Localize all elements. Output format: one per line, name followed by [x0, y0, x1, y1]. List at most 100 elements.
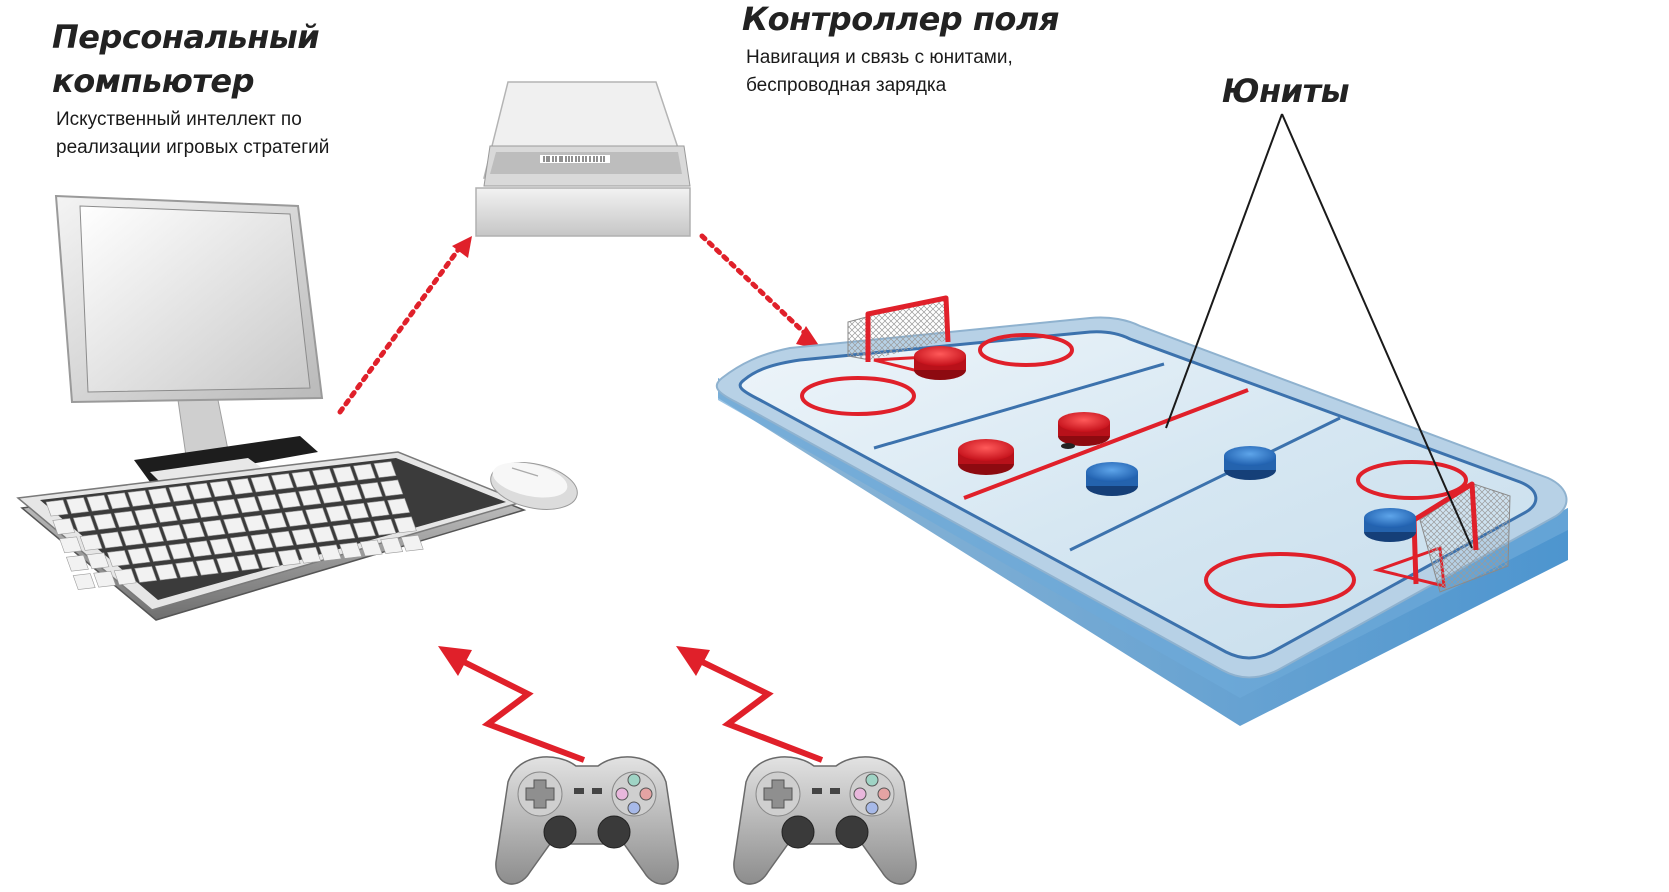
- keyboard-key: [189, 482, 212, 500]
- keyboard-key: [86, 552, 110, 570]
- keyboard-key: [52, 518, 76, 535]
- keyboard-key: [359, 539, 383, 557]
- keyboard-key: [291, 528, 315, 546]
- keyboard-key: [311, 526, 335, 543]
- pc-to-controller-link: [337, 236, 472, 415]
- keyboard-key: [45, 499, 69, 517]
- keyboard-key: [161, 524, 185, 542]
- keyboard-key: [175, 561, 199, 578]
- keyboard-key: [339, 542, 363, 559]
- keyboard-key: [134, 566, 158, 583]
- unit-red-1: [914, 346, 966, 380]
- keyboard-key: [284, 510, 308, 527]
- pc-title-line1: Персональный: [52, 18, 320, 56]
- unit-blue-1: [1086, 462, 1138, 496]
- left-goal-icon: [847, 295, 951, 362]
- keyboard-key: [223, 517, 247, 534]
- keyboard-key: [298, 546, 322, 564]
- keyboard-key: [65, 554, 89, 572]
- unit-red-3: [1058, 412, 1110, 449]
- pc-description-line2: реализации игровых стратегий: [56, 137, 330, 158]
- keyboard-key: [366, 500, 390, 518]
- keyboard-key: [209, 538, 233, 555]
- keyboard-key: [107, 492, 130, 510]
- keyboard-key: [79, 534, 103, 551]
- keyboard-key: [400, 534, 424, 552]
- keyboard-key: [141, 526, 165, 544]
- keyboard-key: [230, 478, 253, 495]
- keyboard-key: [332, 466, 356, 483]
- gamepad-left-wireless-arrow: [438, 646, 586, 763]
- keyboard-key: [182, 522, 206, 539]
- keyboard-key: [175, 503, 199, 521]
- keyboard-key: [120, 529, 144, 546]
- keyboard-key: [339, 484, 363, 502]
- units-pointer-lines: [1165, 113, 1473, 549]
- unit-blue-3: [1364, 508, 1416, 542]
- keyboard-key: [66, 497, 89, 514]
- controller-description-line1: Навигация и связь с юнитами,: [746, 47, 1013, 68]
- keyboard-icon: [16, 451, 527, 621]
- keyboard-key: [332, 523, 356, 541]
- keyboard-key: [373, 461, 397, 478]
- keyboard-key: [264, 512, 288, 530]
- keyboard-key: [134, 508, 158, 526]
- keyboard-key: [250, 533, 274, 550]
- keyboard-key: [271, 473, 294, 490]
- keyboard-key: [216, 556, 240, 574]
- keyboard-key: [202, 519, 226, 537]
- computer-monitor-icon: [54, 194, 324, 482]
- keyboard-key: [318, 544, 342, 562]
- keyboard-key: [373, 518, 397, 536]
- keyboard-key: [298, 489, 322, 506]
- keyboard-key: [195, 558, 219, 576]
- gamepad-icon: [733, 756, 917, 885]
- keyboard-key: [93, 570, 117, 588]
- hockey-rink-icon: [715, 295, 1568, 726]
- keyboard-key: [359, 482, 383, 499]
- controller-description-line2: беспроводная зарядка: [746, 75, 947, 96]
- keyboard-key: [380, 479, 404, 497]
- pc-title-line2: компьютер: [52, 62, 254, 100]
- keyboard-key: [250, 475, 274, 493]
- keyboard-key: [229, 535, 253, 553]
- unit-red-2: [958, 439, 1014, 475]
- keyboard-key: [72, 573, 96, 590]
- keyboard-key: [168, 542, 192, 560]
- keyboard-key: [305, 507, 329, 525]
- keyboard-key: [106, 550, 130, 567]
- keyboard-key: [277, 549, 301, 566]
- keyboard-key: [100, 531, 124, 549]
- keyboard-key: [127, 490, 151, 507]
- keyboard-key: [291, 470, 315, 488]
- keyboard-key: [113, 510, 137, 528]
- units-title: Юниты: [1222, 72, 1350, 110]
- keyboard-key: [325, 505, 349, 522]
- keyboard-key: [72, 515, 96, 533]
- controller-to-rink-link: [699, 233, 822, 350]
- keyboard-key: [380, 537, 404, 554]
- keyboard-key: [236, 496, 260, 514]
- controller-title: Контроллер поля: [742, 0, 1059, 38]
- keyboard-key: [353, 463, 376, 481]
- keyboard-key: [236, 554, 260, 571]
- mouse-icon: [490, 462, 578, 510]
- keyboard-key: [93, 513, 117, 530]
- unit-blue-2: [1224, 446, 1276, 480]
- keyboard-key: [346, 502, 370, 520]
- keyboard-key: [127, 547, 151, 565]
- keyboard-key: [148, 487, 171, 505]
- keyboard-key: [216, 498, 240, 516]
- keyboard-key: [195, 501, 219, 518]
- keyboard-key: [147, 545, 171, 562]
- gamepad-icon: [495, 756, 679, 885]
- field-controller-icon: [475, 81, 691, 237]
- keyboard-key: [154, 563, 178, 581]
- keyboard-key: [277, 491, 301, 509]
- gamepad-right-wireless-arrow: [676, 646, 824, 763]
- keyboard-key: [59, 536, 83, 554]
- keyboard-key: [113, 568, 137, 586]
- right-goal-icon: [1411, 481, 1511, 593]
- keyboard-key: [243, 514, 267, 532]
